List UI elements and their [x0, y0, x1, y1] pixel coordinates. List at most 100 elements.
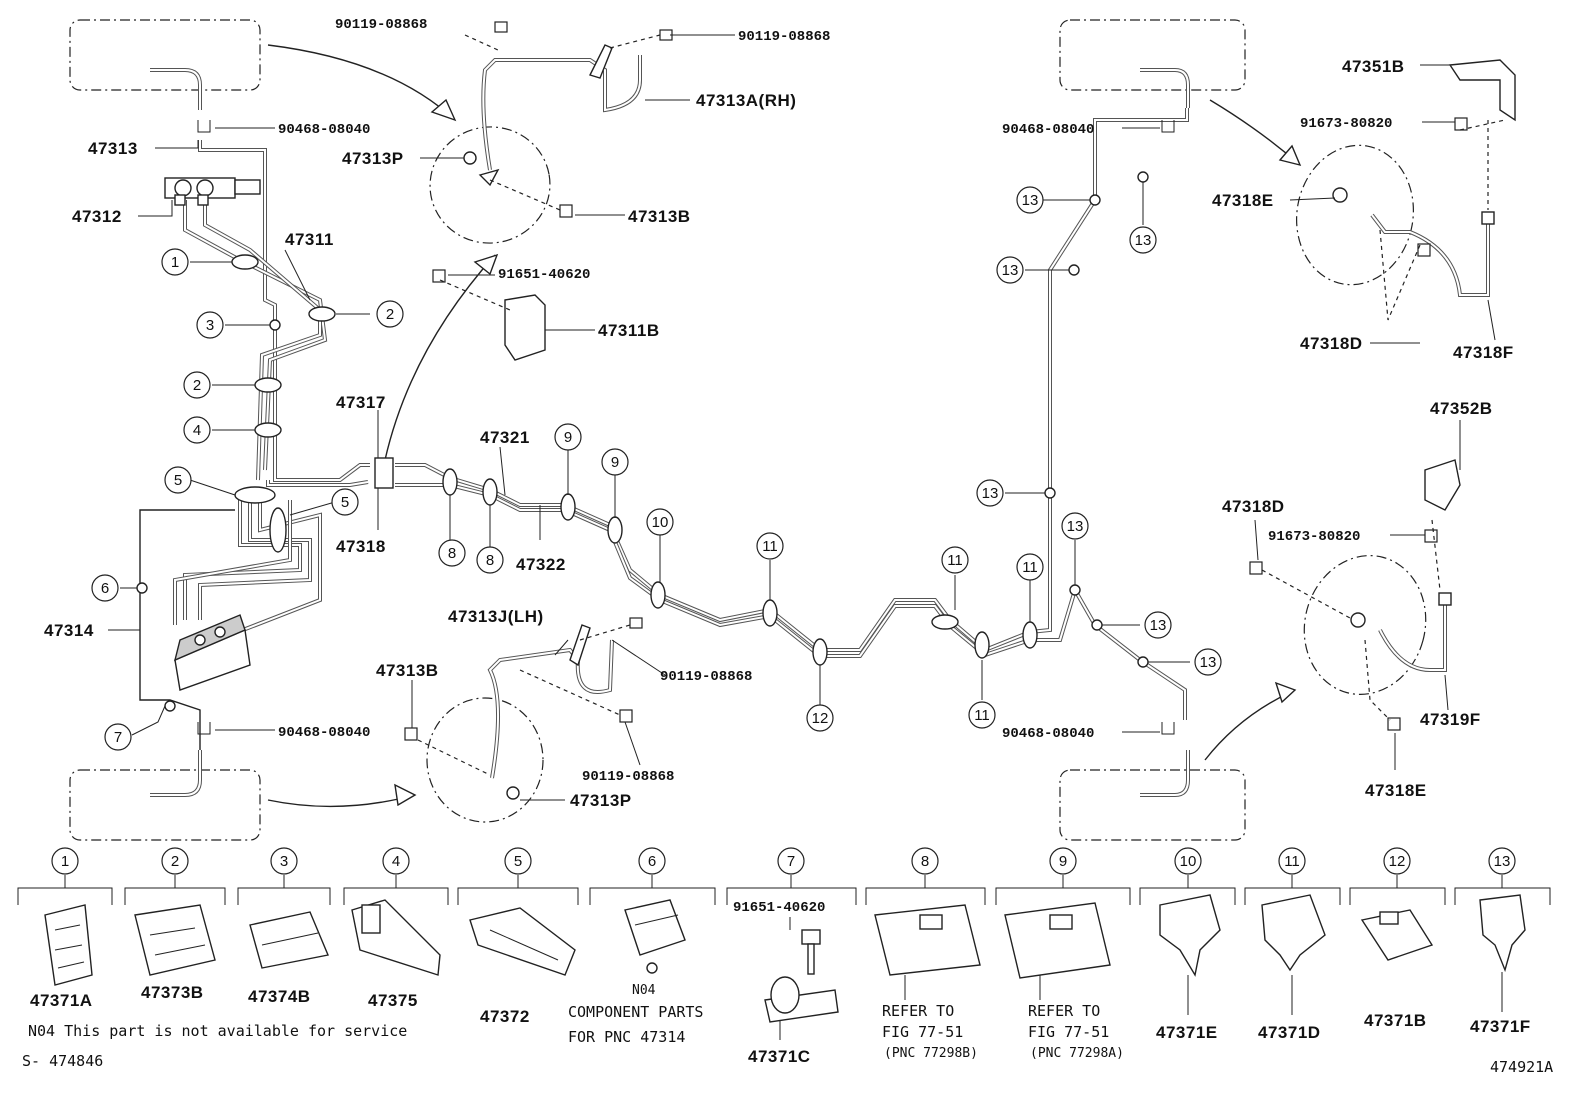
label-47318d-top: 47318D [1300, 334, 1363, 353]
legend-num-12: 12 [1389, 853, 1406, 870]
label-47319f: 47319F [1420, 710, 1481, 729]
label-90468-d: 90468-08040 [1002, 726, 1094, 742]
callout-2b: 2 [193, 377, 201, 394]
label-47317: 47317 [336, 393, 386, 412]
label-47311: 47311 [285, 230, 334, 249]
legend: 1 2 3 4 5 6 7 8 9 10 11 12 13 [17, 847, 1551, 1066]
legend-part-47371b: 47371B [1364, 1011, 1427, 1030]
callout-9b: 9 [611, 454, 619, 471]
label-47313b-top: 47313B [628, 207, 691, 226]
legend-part-47371d: 47371D [1258, 1023, 1321, 1042]
callout-13d: 13 [982, 485, 999, 502]
label-47312: 47312 [72, 207, 122, 226]
wheel-box-front-right [69, 19, 261, 91]
callout-5a: 5 [174, 472, 182, 489]
callout-3: 3 [206, 317, 214, 334]
legend-part-47374b: 47374B [248, 987, 311, 1006]
legend-part-47371e: 47371E [1156, 1023, 1218, 1042]
label-47321: 47321 [480, 428, 530, 447]
callout-13f: 13 [1150, 617, 1167, 634]
label-90468-c: 90468-08040 [1002, 122, 1094, 138]
label-91673-a: 91673-80820 [1300, 116, 1392, 132]
label-90468-a: 90468-08040 [278, 122, 370, 138]
label-47311b: 47311B [598, 321, 660, 340]
label-47318: 47318 [336, 537, 386, 556]
legend-part-47375: 47375 [368, 991, 418, 1010]
legend-num-4: 4 [392, 853, 400, 870]
legend-6-note1: COMPONENT PARTS [568, 1003, 703, 1021]
callout-7: 7 [114, 729, 122, 746]
legend-num-9: 9 [1059, 853, 1067, 870]
callout-13g: 13 [1200, 654, 1217, 671]
callout-13c: 13 [1002, 262, 1019, 279]
wheel-box-rear-right [1059, 19, 1246, 91]
n04-footnote: N04 This part is not available for servi… [28, 1022, 407, 1040]
label-47314: 47314 [44, 621, 94, 640]
callout-12: 12 [812, 710, 829, 727]
legend-part-47373b: 47373B [141, 983, 204, 1002]
callout-11a: 11 [762, 538, 778, 555]
callout-9a: 9 [564, 429, 572, 446]
label-47352b: 47352B [1430, 399, 1493, 418]
label-91673-b: 91673-80820 [1268, 529, 1360, 545]
legend-num-1: 1 [61, 853, 69, 870]
callout-1: 1 [171, 254, 179, 271]
legend-8-note3: (PNC 77298B) [884, 1046, 978, 1061]
hose-front-left [487, 624, 614, 800]
legend-num-2: 2 [171, 853, 179, 870]
callout-8b: 8 [486, 552, 494, 569]
legend-num-3: 3 [280, 853, 288, 870]
hose-rear-right [1332, 187, 1495, 297]
ref-right: 474921A [1490, 1058, 1553, 1076]
legend-9-note1: REFER TO [1028, 1002, 1100, 1020]
legend-part-47372: 47372 [480, 1007, 530, 1026]
legend-num-13: 13 [1494, 853, 1511, 870]
label-47313p-top: 47313P [342, 149, 404, 168]
hose-rear-left [1350, 592, 1452, 672]
label-91651-a: 91651-40620 [498, 267, 590, 283]
legend-part-47371f: 47371F [1470, 1017, 1531, 1036]
callout-13a: 13 [1022, 192, 1039, 209]
label-47351b: 47351B [1342, 57, 1405, 76]
label-47318d-bot: 47318D [1222, 497, 1285, 516]
label-47318e-top: 47318E [1212, 191, 1274, 210]
legend-part-47371a: 47371A [30, 991, 93, 1010]
callout-5b: 5 [341, 494, 349, 511]
legend-9-note3: (PNC 77298A) [1030, 1046, 1124, 1061]
legend-num-5: 5 [514, 853, 522, 870]
bracket-47352b [1424, 459, 1461, 511]
label-47313j: 47313J(LH) [448, 607, 544, 626]
label-90468-b: 90468-08040 [278, 725, 370, 741]
callout-13b: 13 [1135, 232, 1152, 249]
master-tube-bundle [139, 140, 370, 750]
legend-num-7: 7 [787, 853, 795, 870]
abs-actuator [173, 614, 251, 691]
legend-8-note1: REFER TO [882, 1002, 954, 1020]
legend-num-6: 6 [648, 853, 656, 870]
callout-13e: 13 [1067, 518, 1084, 535]
callout-11c: 11 [1022, 559, 1038, 576]
label-90119-c: 90119-08868 [660, 669, 752, 685]
callout-6: 6 [101, 580, 109, 597]
legend-n04: N04 [632, 983, 656, 998]
label-47318e-bot: 47318E [1365, 781, 1427, 800]
ref-left: S- 474846 [22, 1052, 103, 1070]
hose-front-right [463, 44, 642, 187]
label-47313: 47313 [88, 139, 138, 158]
label-90119-b: 90119-08868 [738, 29, 830, 45]
label-90119-d: 90119-08868 [582, 769, 674, 785]
union-47317 [374, 457, 394, 489]
wheel-box-rear-left [1059, 769, 1246, 841]
bracket-47351b [1448, 59, 1516, 122]
legend-num-8: 8 [921, 853, 929, 870]
label-47322: 47322 [516, 555, 566, 574]
legend-num-10: 10 [1180, 853, 1197, 870]
wheel-box-front-left [69, 769, 261, 841]
callout-circles [91, 186, 1222, 751]
callout-11b: 11 [947, 552, 963, 569]
label-47313a: 47313A(RH) [696, 91, 796, 110]
legend-part-47371c: 47371C [748, 1047, 811, 1066]
callout-4: 4 [193, 422, 201, 439]
